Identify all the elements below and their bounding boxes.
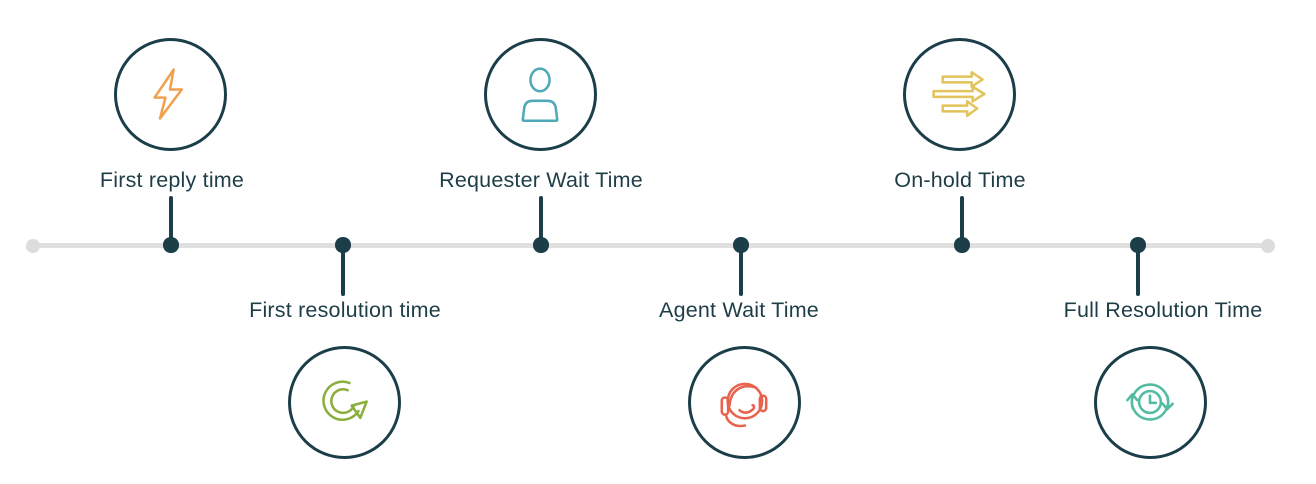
timeline-node: [733, 237, 749, 253]
timeline-track: [33, 243, 1268, 248]
metric-icon-circle: [902, 37, 1016, 151]
metric-icon-circle: [1093, 345, 1207, 459]
timeline-connector: [739, 245, 743, 296]
metric-icon-circle: [287, 345, 401, 459]
clock-sync-icon: [1126, 383, 1174, 421]
agent-headset-icon: [720, 382, 768, 428]
timeline-endcap-left: [26, 238, 40, 253]
timeline-node: [1130, 237, 1146, 253]
timeline-node: [533, 237, 549, 253]
timeline-node: [163, 237, 179, 253]
timeline-connector: [169, 196, 173, 245]
arrows-right-icon: [932, 70, 986, 118]
metric-icon-circle: [483, 37, 597, 151]
person-icon: [521, 67, 559, 123]
metric-icon-circle: [113, 37, 227, 151]
timeline-connector: [341, 245, 345, 296]
timeline-node: [335, 237, 351, 253]
timeline-node: [954, 237, 970, 253]
timeline-connector: [539, 196, 543, 245]
metric-label: Full Resolution Time: [1063, 298, 1263, 322]
metric-label: On-hold Time: [894, 168, 1026, 192]
metric-label: Agent Wait Time: [659, 298, 819, 322]
metric-label: First reply time: [99, 168, 245, 192]
timeline-connector: [1136, 245, 1140, 296]
metric-icon-circle: [687, 345, 801, 459]
lightning-icon: [153, 68, 184, 120]
timeline-connector: [960, 196, 964, 245]
metric-label: First resolution time: [249, 298, 441, 322]
metric-label: Requester Wait Time: [439, 168, 643, 192]
refresh-icon: [322, 380, 368, 421]
timeline-endcap-right: [1261, 238, 1275, 253]
